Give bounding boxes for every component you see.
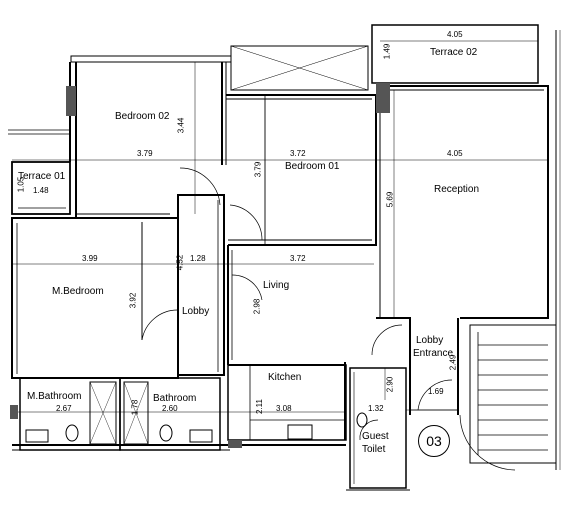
dim-terrace02-height: 1.49: [382, 43, 392, 60]
dim-reception-height: 5.69: [385, 191, 395, 208]
label-living: Living: [263, 280, 290, 291]
dim-kitchen-height: 2.11: [254, 399, 264, 414]
kitchen-outline: [227, 364, 347, 441]
dim-reception-width: 4.05: [447, 149, 463, 158]
dim-mbedroom-height: 3.92: [128, 292, 138, 309]
dim-toilet-width: 1.32: [368, 404, 384, 413]
lobby-outline: [177, 194, 225, 376]
dim-kitchen-width: 3.08: [276, 404, 292, 413]
label-guest-toilet-line2: Toilet: [362, 444, 386, 455]
dim-terrace02-width: 4.05: [447, 30, 463, 39]
label-bedroom-01: Bedroom 01: [285, 161, 340, 172]
dim-entrance-width: 1.69: [428, 387, 444, 396]
label-m-bathroom: M.Bathroom: [27, 391, 82, 402]
label-reception: Reception: [434, 184, 480, 195]
dim-bedroom01-width: 3.72: [290, 149, 306, 158]
label-guest-toilet-line1: Guest: [362, 431, 389, 442]
unit-number-badge: 03: [418, 425, 450, 457]
dim-lobby-height: 4.52: [175, 254, 185, 271]
label-m-bedroom: M.Bedroom: [52, 286, 104, 297]
label-lobby: Lobby: [182, 306, 210, 317]
dim-bath-width: 2.60: [162, 404, 178, 413]
label-kitchen: Kitchen: [268, 372, 302, 383]
stair-outline: [469, 324, 557, 464]
shaft: [230, 45, 369, 91]
m-bathroom-outline: [19, 377, 121, 451]
dim-bedroom02-width: 3.79: [137, 149, 153, 158]
dim-terrace01-width: 1.48: [33, 186, 49, 195]
column: [376, 83, 390, 113]
m-bathroom-shower: [89, 381, 117, 445]
guest-toilet-outline: [349, 367, 407, 489]
bathroom-outline: [119, 377, 221, 451]
column: [66, 86, 76, 116]
dim-living-width: 3.72: [290, 254, 306, 263]
label-terrace-01: Terrace 01: [18, 171, 66, 182]
dim-toilet-height: 2.90: [385, 376, 395, 393]
label-bedroom-02: Bedroom 02: [115, 111, 170, 122]
column: [228, 440, 242, 448]
label-lobby-entrance-line1: Lobby: [416, 335, 444, 346]
dim-mbedroom-width: 3.99: [82, 254, 98, 263]
dim-mbath-height: 1.78: [130, 399, 140, 416]
label-terrace-02: Terrace 02: [430, 47, 478, 58]
terrace-01-outline: [11, 161, 71, 215]
m-bedroom-outline: [11, 217, 179, 379]
label-bathroom: Bathroom: [153, 393, 197, 404]
label-lobby-entrance-line2: Entrance: [413, 348, 454, 359]
column: [10, 405, 18, 419]
dim-bedroom01-height: 3.79: [253, 161, 263, 178]
terrace-02-outline: [371, 24, 539, 84]
dim-mbath-width: 2.67: [56, 404, 72, 413]
dim-lobby-width: 1.28: [190, 254, 206, 263]
dim-terrace01-height: 1.05: [16, 176, 26, 193]
dim-bedroom02-height: 3.44: [176, 117, 186, 134]
dim-entrance-height: 2.49: [448, 354, 458, 371]
kitchen-sink: [287, 424, 313, 440]
dim-living-height: 2.98: [252, 298, 262, 315]
